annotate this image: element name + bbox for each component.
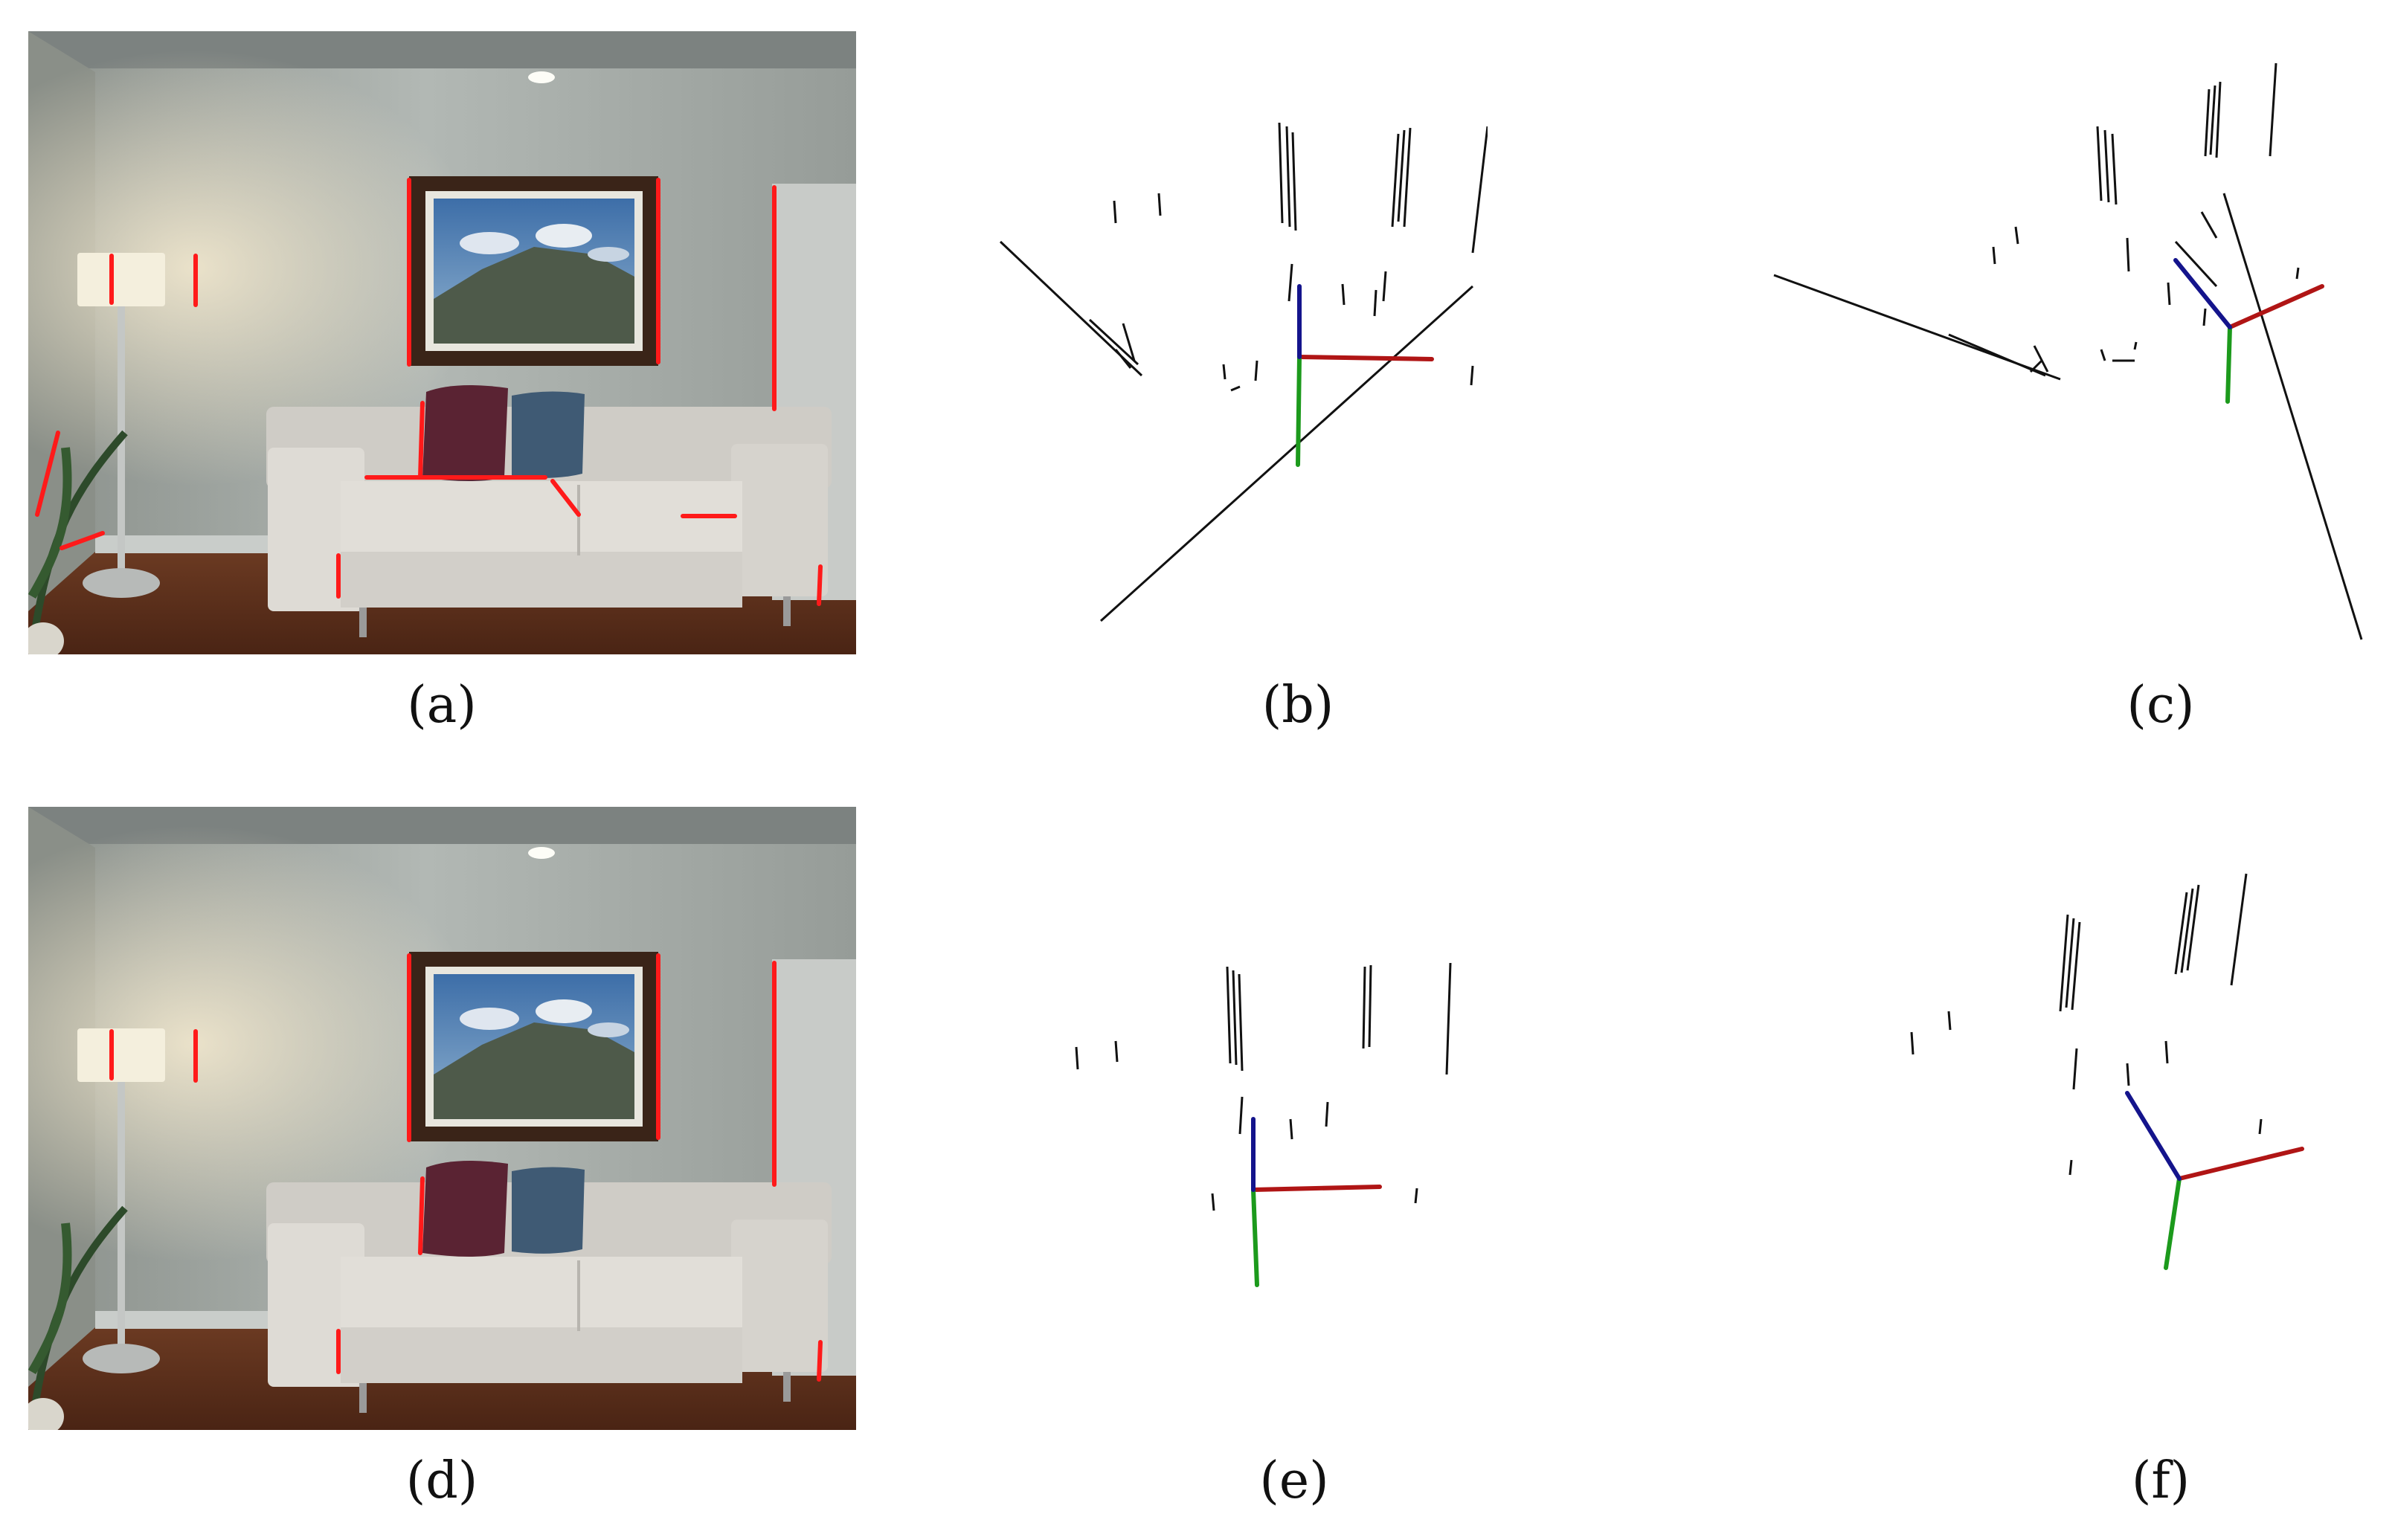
- detected-lines-a: [35, 178, 823, 606]
- axis-y: [1251, 1188, 1259, 1287]
- panel-e: [1056, 952, 1488, 1309]
- axis-x: [1297, 355, 1434, 361]
- axes-e: [1251, 1117, 1382, 1287]
- caption-b: (b): [1261, 676, 1334, 735]
- scene-render: [28, 807, 856, 1430]
- segments-e: [1075, 962, 1452, 1211]
- scene-render: [28, 31, 856, 654]
- line-segments-plot-c: [1773, 62, 2363, 640]
- caption-e: (e): [1259, 1452, 1329, 1510]
- line-segments-plot-e: [1075, 962, 1452, 1287]
- detected-lines-d: [109, 953, 823, 1382]
- line-segments-plot-b: [999, 122, 1488, 622]
- axis-z: [2125, 1091, 2182, 1181]
- caption-d: (d): [405, 1452, 478, 1510]
- caption-a: (a): [407, 676, 477, 735]
- axis-x: [1251, 1185, 1382, 1192]
- axis-x: [2228, 284, 2324, 329]
- panel-f: [1889, 863, 2306, 1279]
- caption-f: (f): [2131, 1452, 2190, 1510]
- axes-c: [2173, 258, 2324, 404]
- scene-photo-a: [28, 31, 856, 654]
- axes-b: [1296, 284, 1434, 467]
- segments-f: [1910, 873, 2263, 1176]
- axis-y: [2225, 325, 2232, 404]
- axis-x: [2177, 1147, 2304, 1181]
- axis-z: [2173, 258, 2232, 329]
- axes-f: [2125, 1091, 2304, 1270]
- axis-y: [1296, 355, 1302, 467]
- segments-b: [999, 122, 1488, 622]
- panel-b: [997, 104, 1488, 654]
- caption-c: (c): [2126, 676, 2195, 735]
- scene-photo-d: [28, 807, 856, 1430]
- segments-c: [1773, 62, 2363, 640]
- line-segments-plot-f: [1910, 873, 2304, 1270]
- panel-c: [1770, 59, 2365, 654]
- axis-y: [2164, 1176, 2182, 1270]
